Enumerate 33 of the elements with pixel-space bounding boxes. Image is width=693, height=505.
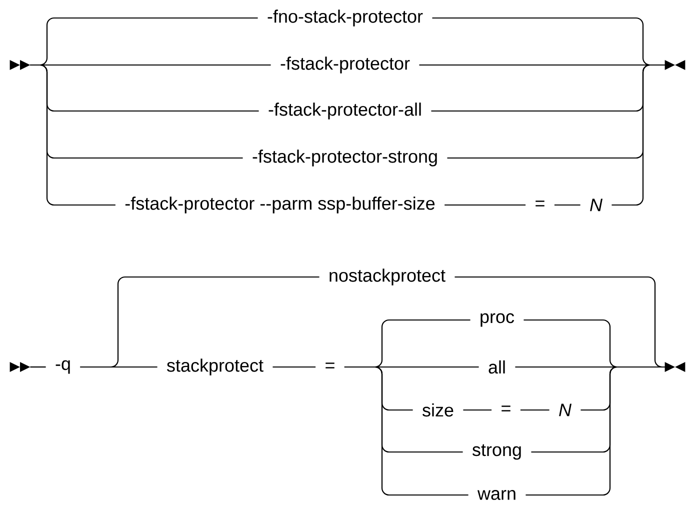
syntax-keyword: size <box>422 403 454 417</box>
syntax-keyword: = <box>536 200 544 206</box>
syntax-keyword: N <box>590 198 603 212</box>
track-line <box>444 204 526 206</box>
track-line <box>463 409 492 411</box>
syntax-keyword: all <box>488 360 505 374</box>
syntax-keyword: = <box>502 406 510 412</box>
track-line <box>30 64 116 206</box>
track-line <box>612 64 665 206</box>
syntax-keyword: -fstack-protector-strong <box>252 150 437 166</box>
track-line <box>272 366 316 368</box>
track-line <box>526 366 665 496</box>
syntax-keyword: -q <box>56 360 70 374</box>
track-line <box>80 366 158 368</box>
syntax-keyword: = <box>326 362 334 368</box>
end-marker <box>664 362 686 372</box>
end-marker <box>664 60 686 70</box>
syntax-keyword: -fno-stack-protector <box>268 10 423 26</box>
syntax-keyword: warn <box>477 490 516 500</box>
track-line <box>554 204 580 206</box>
start-marker <box>10 60 30 70</box>
syntax-keyword: strong <box>472 444 521 460</box>
syntax-keyword: stackprotect <box>167 358 264 376</box>
syntax-keyword: -fstack-protector-all <box>268 102 421 120</box>
syntax-keyword: N <box>559 404 572 416</box>
track-line <box>30 366 46 368</box>
track-line <box>520 409 550 411</box>
syntax-keyword: nostackprotect <box>330 268 446 286</box>
syntax-keyword: -fstack-protector --parm ssp-buffer-size <box>125 196 435 214</box>
track-line <box>344 366 468 496</box>
syntax-keyword: proc <box>480 313 514 327</box>
start-marker <box>10 362 30 372</box>
syntax-keyword: -fstack-protector <box>280 56 410 74</box>
